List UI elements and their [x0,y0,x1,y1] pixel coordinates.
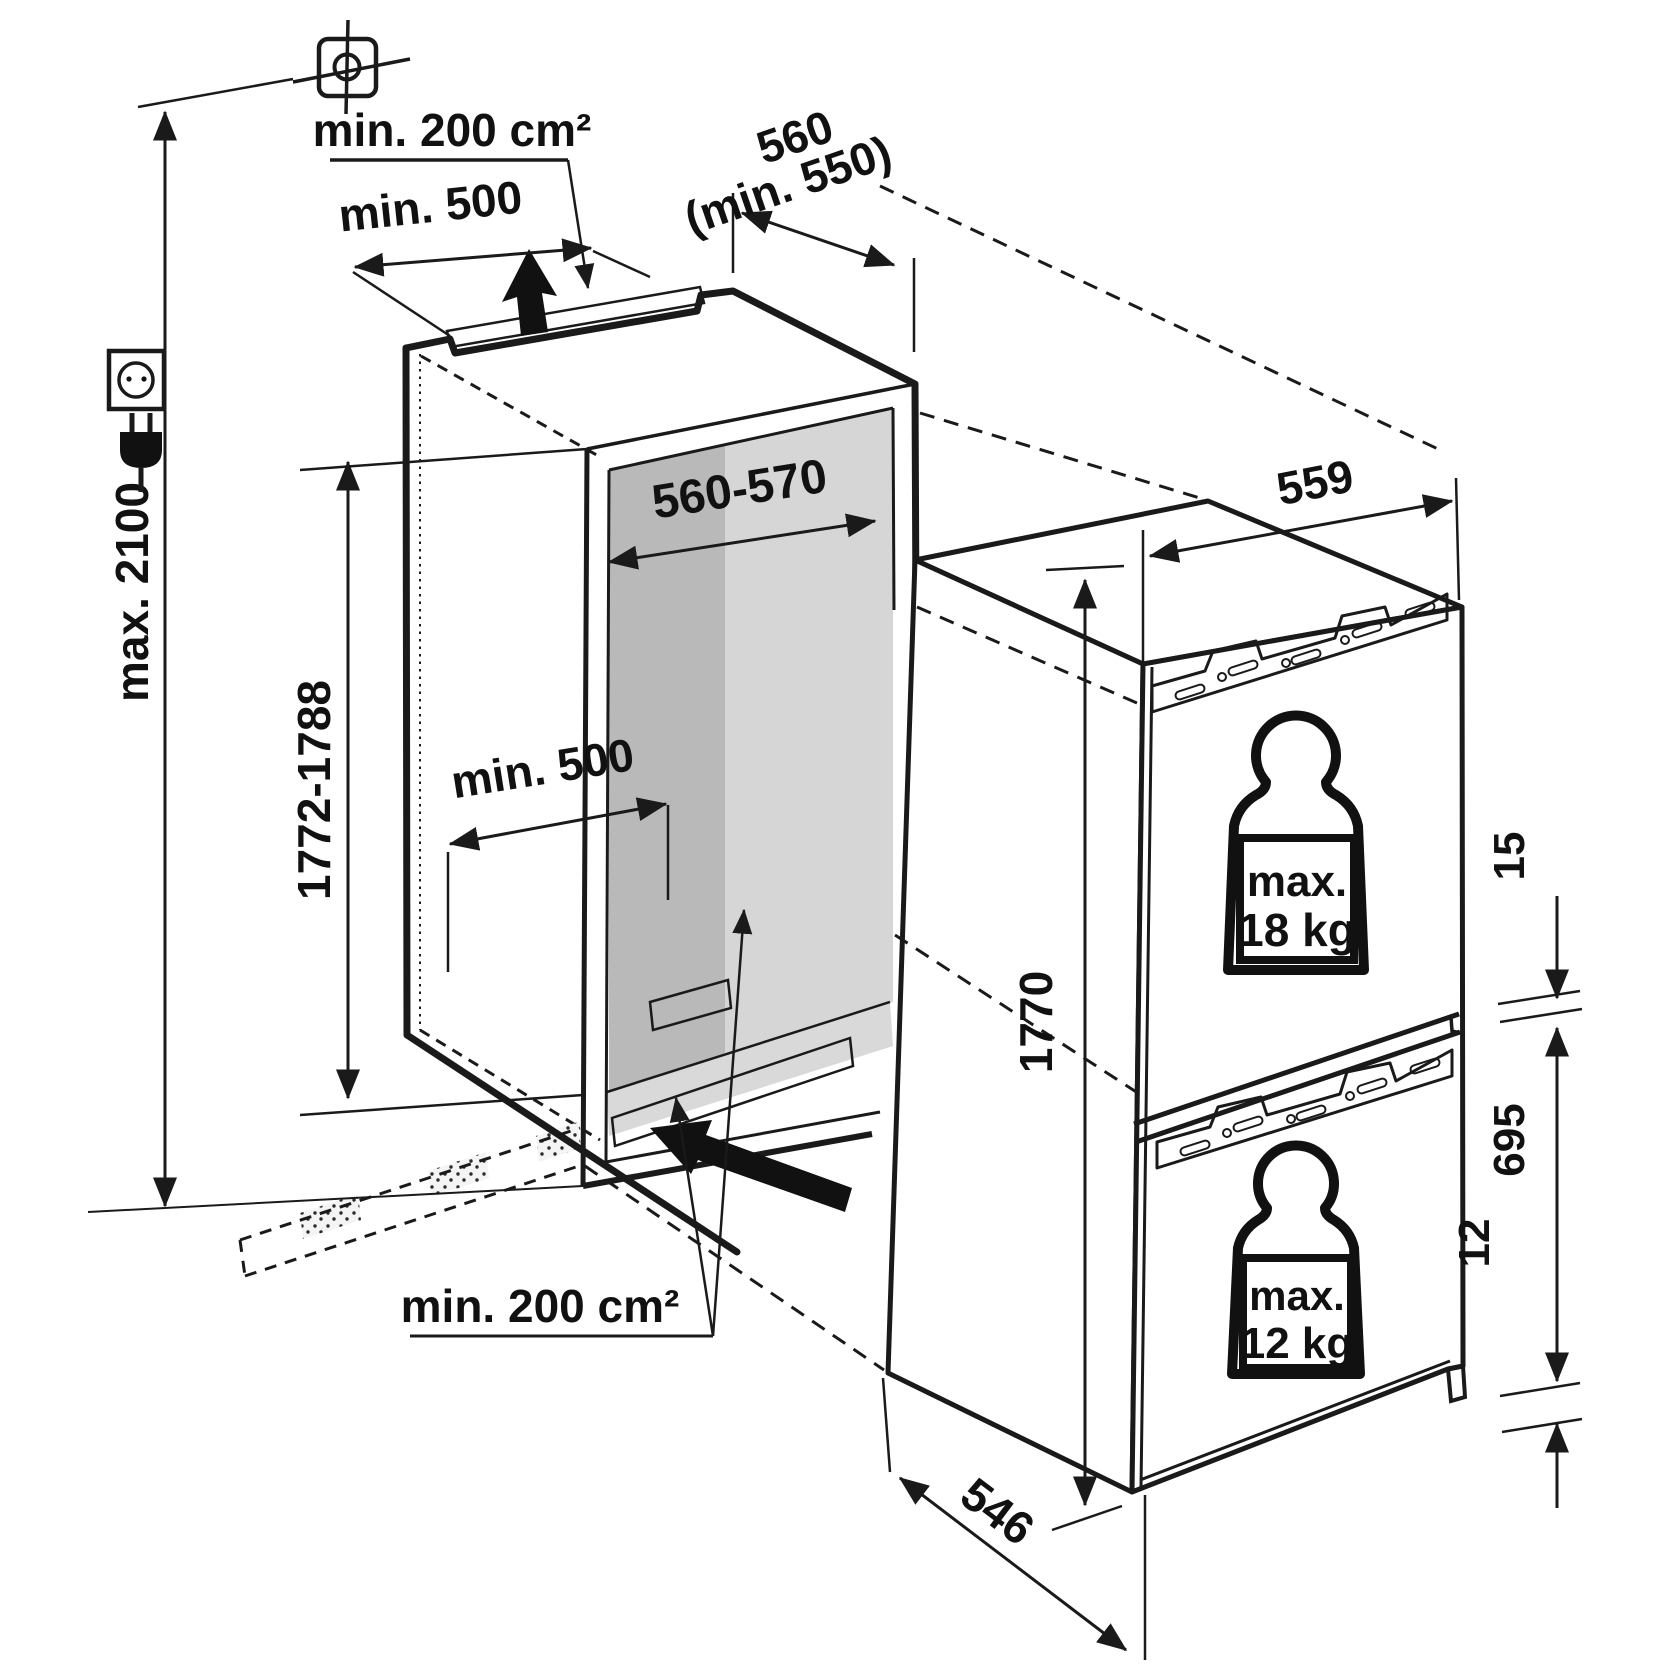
niche-interior-side-wall [609,446,725,1092]
dim-max-height-label: max. 2100 [106,482,158,702]
dim-lower-door-height: 695 [1485,1026,1583,1434]
floor-vent-patch [648,978,733,1032]
annotations: min. 200 cm² min. 200 cm² [313,104,753,1338]
dim-top-vent-width: min. 500 [336,171,651,338]
fixing-point-icon [292,19,411,115]
icons [106,19,411,492]
bottom-vent-label: min. 200 cm² [401,1280,680,1332]
dim-top-gap: 15 [1485,832,1583,1024]
hidden-bottom-edge [419,1028,601,1142]
dim-lower-door-height-label: 695 [1485,1103,1534,1176]
dim-niche-height-label: 1772-1788 [288,680,340,900]
dim-appliance-depth-label: 546 [951,1467,1044,1555]
top-vent-annotation: min. 200 cm² [313,104,595,290]
dim-appliance-height-label: 1770 [1010,971,1062,1073]
bottom-vent-annotation: min. 200 cm² [401,908,753,1338]
floor-junction [606,1000,891,1094]
door-side-edge [1139,666,1154,1489]
upper-load-label: max. [1247,857,1347,906]
airflow-up-arrow [502,249,557,336]
dim-bottom-gap-label: 12 [1450,1219,1499,1268]
projection-lines [584,184,1439,1372]
airflow-plinth-arrow [650,1120,852,1212]
appliance: max. 18 kg max. 12 kg [885,498,1468,1495]
door-bottom-edge [1139,1359,1451,1482]
lower-load-value: 12 kg [1241,1319,1354,1368]
cabinet-top-outline [402,287,920,622]
upper-mounting-bracket [1150,592,1449,714]
plinth-vent-hidden [238,1122,586,1278]
dim-niche-height: 1772-1788 [288,447,588,1117]
dim-top-gap-label: 15 [1485,832,1534,881]
door-gap-step [1449,1012,1461,1035]
dim-bottom-gap: 12 [1450,1219,1569,1508]
hidden-top-edge [420,354,603,460]
lower-load-label: max. [1249,1272,1345,1319]
dim-niche-depth: 560 (min. 550) [678,100,916,352]
cabinet-front-top-edge [586,382,916,451]
ground-line [87,1185,584,1213]
opening-bottom-edge [605,1110,881,1164]
top-vent-label: min. 200 cm² [313,104,592,156]
upper-door-weight-icon: max. 18 kg [1223,710,1369,975]
plug-icon [120,413,162,492]
socket-icon [106,348,167,412]
floor-vent-strip [610,1036,855,1148]
dim-appliance-width-label: 559 [1272,449,1357,515]
appliance-bottom-foot [1446,1365,1468,1404]
lower-mounting-bracket [1155,1048,1454,1170]
upper-load-value: 18 kg [1238,904,1356,956]
dim-max-height: max. 2100 [106,77,294,1208]
upper-door-bottom-edge [1133,1011,1460,1127]
lower-door-weight-icon: max. 12 kg [1227,1140,1365,1379]
lower-door-top-edge [1135,1029,1461,1145]
dim-top-vent-width-label: min. 500 [336,171,525,242]
